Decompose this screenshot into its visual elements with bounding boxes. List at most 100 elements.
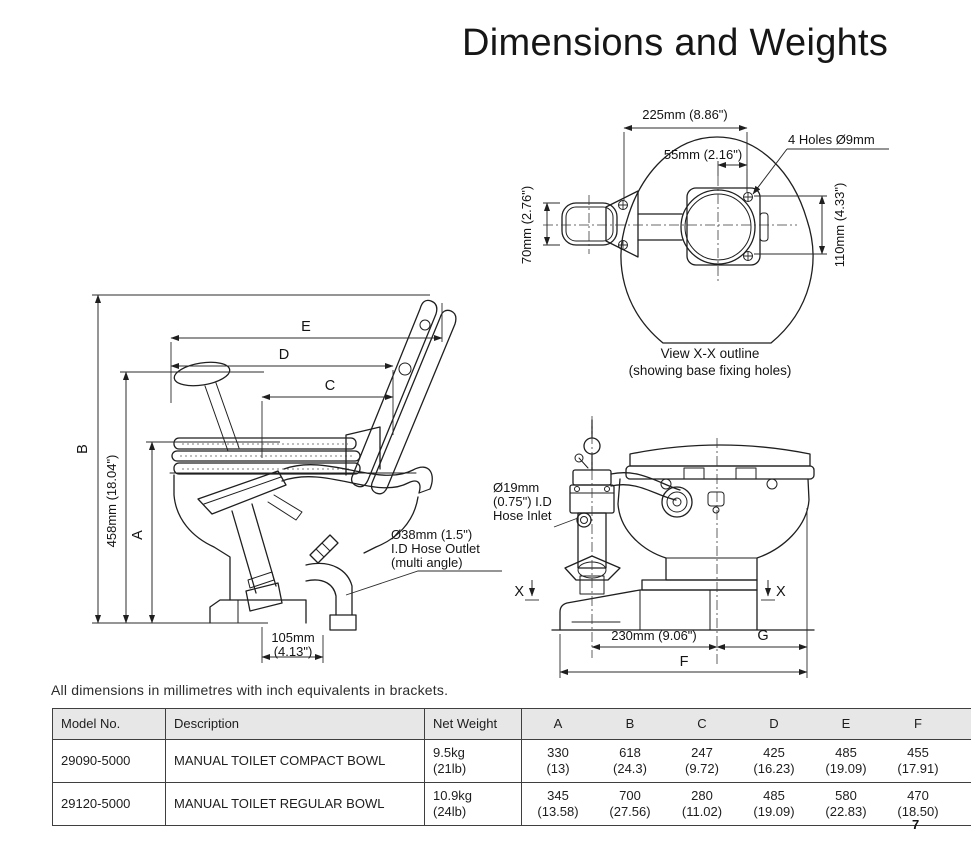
col-header-e: E [810,708,882,740]
front-view-dimensions: Ø19mm (0.75") I.D Hose Inlet X X 230mm (… [493,480,808,678]
side-view-dimensions: B 458mm (18.04") A E D C 105mm (4.13") Ø… [75,294,502,663]
front-view-diagram: Ø19mm (0.75") I.D Hose Inlet X X 230mm (… [493,416,815,678]
dim-70mm-label: 70mm (2.76") [519,186,534,264]
dim-in: (18.50) [897,804,939,819]
hose-outlet-label-line3: (multi angle) [391,555,463,570]
model-cell: 29090-5000 [52,739,166,783]
dim-in: (19.09) [825,761,867,776]
hose-inlet-label-line2: (0.75") I.D [493,494,552,509]
dim-mm: 485 [835,745,857,761]
side-view-diagram: B 458mm (18.04") A E D C 105mm (4.13") Ø… [75,294,502,663]
dim-e-cell: 485(19.09) [810,739,882,783]
toilet-side-art [169,299,457,631]
dim-g-cell: 183(7.20) [954,782,971,826]
dim-in: (9.72) [685,761,719,776]
top-view-diagram: 225mm (8.86") 55mm (2.16") 4 Holes Ø9mm … [519,107,889,378]
dim-f-label: F [680,654,689,670]
net-weight-cell: 9.5kg(21lb) [424,739,522,783]
dim-110mm-label: 110mm (4.33") [832,183,847,268]
col-header-g: G [954,708,971,740]
view-xx-caption-line2: (showing base fixing holes) [629,363,792,378]
dim-in: (13.58) [537,804,579,819]
dim-in: (16.23) [753,761,795,776]
base-outline-art [543,136,814,344]
dim-mm: 580 [835,788,857,804]
dim-mm: 345 [547,788,569,804]
dim-in: (22.83) [825,804,867,819]
col-header-model: Model No. [52,708,166,740]
dim-c-cell: 247(9.72) [666,739,738,783]
dim-b-cell: 618(24.3) [594,739,666,783]
table-row-29120: 29120-5000 MANUAL TOILET REGULAR BOWL 10… [52,782,971,826]
dim-in: (19.09) [753,804,795,819]
holes-label: 4 Holes Ø9mm [788,132,875,147]
dim-mm: 470 [907,788,929,804]
weight-kg: 9.5kg [433,745,465,761]
weight-lb: (24lb) [433,804,467,819]
dim-458mm-label: 458mm (18.04") [104,455,119,548]
dim-a-cell: 345(13.58) [521,782,594,826]
dim-in: (17.91) [897,761,939,776]
dim-d-label: D [279,347,289,363]
page-number: 7 [912,817,920,832]
view-xx-caption-line1: View X-X outline [661,346,760,361]
dim-55mm-label: 55mm (2.16") [664,147,742,162]
dim-a-label: A [130,530,146,540]
dim-105mm-label-line1: 105mm [271,630,314,645]
dim-mm: 425 [763,745,785,761]
top-view-dimensions: 225mm (8.86") 55mm (2.16") 4 Holes Ø9mm … [519,107,889,267]
section-x-right: X [776,584,786,600]
col-header-c: C [666,708,738,740]
page-title: Dimensions and Weights [462,22,889,64]
weight-lb: (21lb) [433,761,467,776]
dim-f-cell: 470(18.50) [882,782,954,826]
dimensions-table: Model No. Description Net Weight A B C D… [52,708,971,826]
dim-in: (24.3) [613,761,647,776]
dim-mm: 700 [619,788,641,804]
hose-outlet-label-line2: I.D Hose Outlet [391,541,480,556]
weight-kg: 10.9kg [433,788,473,804]
section-x-left: X [514,584,524,600]
dim-a-cell: 330(13) [521,739,594,783]
dim-e-label: E [301,319,311,335]
dim-105mm-label-line2: (4.13") [274,644,313,659]
dim-d-cell: 485(19.09) [738,782,810,826]
net-weight-cell: 10.9kg(24lb) [424,782,522,826]
dim-230mm-label: 230mm (9.06") [611,628,697,643]
col-header-net-weight: Net Weight [424,708,522,740]
dim-b-cell: 700(27.56) [594,782,666,826]
dimensions-note: All dimensions in millimetres with inch … [51,682,449,698]
dim-b-label: B [75,444,91,454]
dim-mm: 247 [691,745,713,761]
toilet-front-art [551,416,815,664]
hose-outlet-label-line1: Ø38mm (1.5") [391,527,472,542]
col-header-description: Description [165,708,425,740]
dim-f-cell: 455(17.91) [882,739,954,783]
table-row-29090: 29090-5000 MANUAL TOILET COMPACT BOWL 9.… [52,739,971,783]
hose-inlet-label-line1: Ø19mm [493,480,539,495]
dim-mm: 485 [763,788,785,804]
dim-in: (13) [546,761,570,776]
dim-225mm-label: 225mm (8.86") [642,107,728,122]
col-header-b: B [594,708,666,740]
table-header-row: Model No. Description Net Weight A B C D… [52,708,971,740]
col-header-a: A [521,708,594,740]
dim-g-cell: 168(6.61) [954,739,971,783]
col-header-d: D [738,708,810,740]
dim-mm: 330 [547,745,569,761]
col-header-f: F [882,708,954,740]
description-cell: MANUAL TOILET REGULAR BOWL [165,782,425,826]
dim-mm: 455 [907,745,929,761]
dim-mm: 618 [619,745,641,761]
dim-c-cell: 280(11.02) [666,782,738,826]
dim-c-label: C [325,378,335,394]
dim-e-cell: 580(22.83) [810,782,882,826]
description-cell: MANUAL TOILET COMPACT BOWL [165,739,425,783]
dim-in: (11.02) [681,804,723,819]
hose-inlet-label-line3: Hose Inlet [493,508,552,523]
dim-d-cell: 425(16.23) [738,739,810,783]
dim-in: (27.56) [609,804,651,819]
dim-g-label: G [757,628,768,644]
model-cell: 29120-5000 [52,782,166,826]
